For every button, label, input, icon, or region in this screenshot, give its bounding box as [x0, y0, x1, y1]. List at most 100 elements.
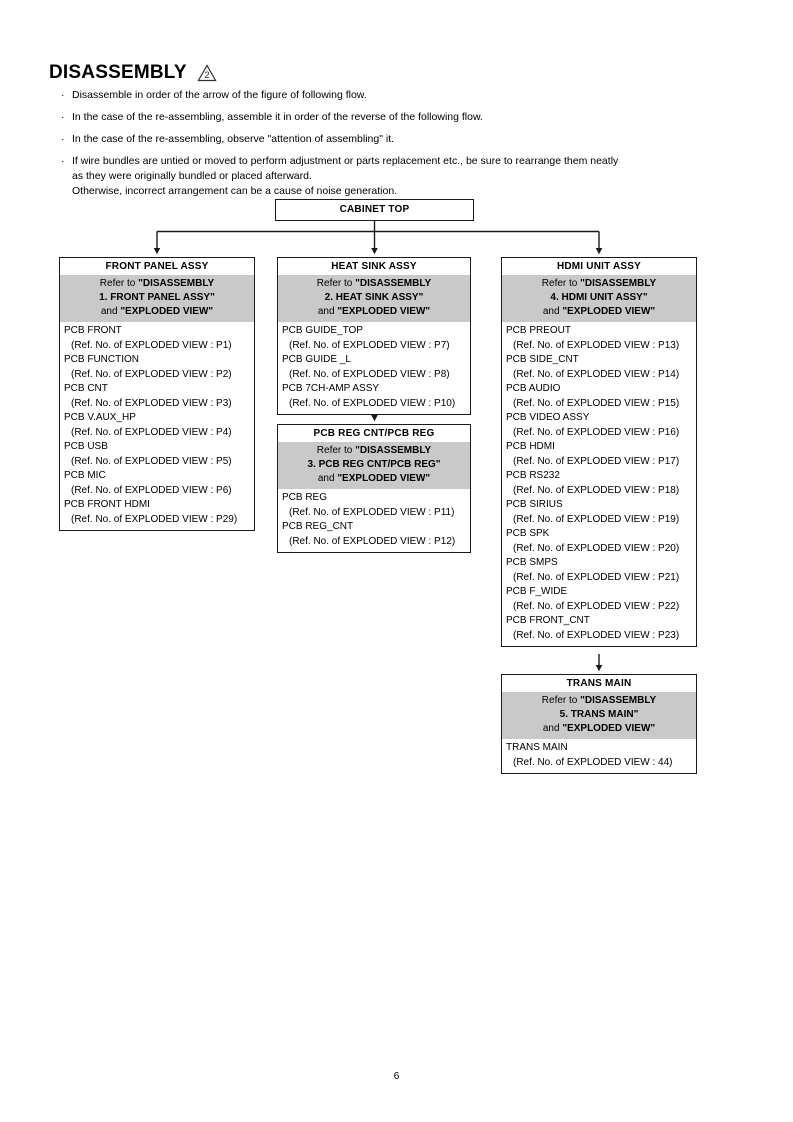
part-ref: (Ref. No. of EXPLODED VIEW : P7) — [289, 339, 450, 351]
node-parts-list: TRANS MAIN (Ref. No. of EXPLODED VIEW : … — [502, 739, 696, 773]
part-name: PCB VIDEO ASSY — [506, 412, 590, 423]
part-ref: (Ref. No. of EXPLODED VIEW : P2) — [71, 368, 232, 380]
part-ref: (Ref. No. of EXPLODED VIEW : P4) — [71, 426, 232, 438]
intro-bullet-text: If wire bundles are untied or moved to p… — [72, 155, 619, 167]
refer-line-3: and "EXPLODED VIEW" — [317, 306, 431, 317]
part-ref: (Ref. No. of EXPLODED VIEW : P6) — [71, 484, 232, 496]
flow-node-pcb-reg-cnt[interactable]: PCB REG CNT/PCB REG Refer to "DISASSEMBL… — [277, 424, 471, 553]
part-ref: (Ref. No. of EXPLODED VIEW : P15) — [513, 397, 680, 409]
page-heading: DISASSEMBLY 2 — [49, 62, 217, 84]
flow-node-cabinet-top[interactable]: CABINET TOP — [275, 199, 474, 221]
part-name: PCB GUIDE _L — [282, 354, 351, 365]
node-parts-list: PCB FRONT (Ref. No. of EXPLODED VIEW : P… — [60, 322, 254, 530]
part-name: PCB REG — [282, 492, 328, 503]
part-ref: (Ref. No. of EXPLODED VIEW : P18) — [513, 484, 680, 496]
refer-line-2: 2. HEAT SINK ASSY" — [324, 292, 424, 303]
node-refer-block: Refer to "DISASSEMBLY 5. TRANS MAIN" and… — [502, 692, 696, 739]
refer-line-1: Refer to "DISASSEMBLY — [99, 278, 215, 289]
intro-bullet: · Disassemble in order of the arrow of t… — [60, 88, 760, 103]
intro-bullet: · In the case of the re-assembling, asse… — [60, 110, 760, 125]
intro-bullet-text: In the case of the re-assembling, observ… — [72, 133, 395, 145]
part-name: PCB F_WIDE — [506, 586, 568, 597]
refer-line-2: 4. HDMI UNIT ASSY" — [550, 292, 648, 303]
intro-bullet-list: · Disassemble in order of the arrow of t… — [60, 88, 760, 206]
part-name: PCB FRONT HDMI — [64, 499, 150, 510]
part-name: PCB HDMI — [506, 441, 555, 452]
intro-bullet: · In the case of the re-assembling, obse… — [60, 132, 760, 147]
part-name: PCB 7CH-AMP ASSY — [282, 383, 380, 394]
bullet-dot: · — [61, 133, 65, 145]
part-ref: (Ref. No. of EXPLODED VIEW : 44) — [513, 756, 673, 768]
part-name: PCB SIDE_CNT — [506, 354, 579, 365]
part-name: PCB RS232 — [506, 470, 560, 481]
refer-line-1: Refer to "DISASSEMBLY — [541, 278, 657, 289]
part-name: PCB GUIDE_TOP — [282, 325, 363, 336]
part-name: PCB SIRIUS — [506, 499, 563, 510]
part-ref: (Ref. No. of EXPLODED VIEW : P14) — [513, 368, 680, 380]
node-refer-block: Refer to "DISASSEMBLY 1. FRONT PANEL ASS… — [60, 275, 254, 322]
refer-line-1: Refer to "DISASSEMBLY — [316, 445, 432, 456]
part-ref: (Ref. No. of EXPLODED VIEW : P1) — [71, 339, 232, 351]
refer-line-1: Refer to "DISASSEMBLY — [316, 278, 432, 289]
bullet-dot: · — [61, 155, 65, 167]
flow-node-front-panel-assy[interactable]: FRONT PANEL ASSY Refer to "DISASSEMBLY 1… — [59, 257, 255, 531]
part-ref: (Ref. No. of EXPLODED VIEW : P22) — [513, 600, 680, 612]
part-ref: (Ref. No. of EXPLODED VIEW : P3) — [71, 397, 232, 409]
part-ref: (Ref. No. of EXPLODED VIEW : P13) — [513, 339, 680, 351]
part-ref: (Ref. No. of EXPLODED VIEW : P12) — [289, 535, 456, 547]
node-refer-block: Refer to "DISASSEMBLY 2. HEAT SINK ASSY"… — [278, 275, 470, 322]
part-ref: (Ref. No. of EXPLODED VIEW : P8) — [289, 368, 450, 380]
flow-node-trans-main[interactable]: TRANS MAIN Refer to "DISASSEMBLY 5. TRAN… — [501, 674, 697, 774]
node-title: HDMI UNIT ASSY — [502, 258, 696, 275]
part-ref: (Ref. No. of EXPLODED VIEW : P17) — [513, 455, 680, 467]
refer-line-3: and "EXPLODED VIEW" — [317, 473, 431, 484]
part-ref: (Ref. No. of EXPLODED VIEW : P16) — [513, 426, 680, 438]
warning-triangle-2-icon: 2 — [197, 64, 217, 82]
part-name: PCB MIC — [64, 470, 106, 481]
node-refer-block: Refer to "DISASSEMBLY 4. HDMI UNIT ASSY"… — [502, 275, 696, 322]
refer-line-2: 1. FRONT PANEL ASSY" — [99, 292, 215, 303]
part-name: PCB AUDIO — [506, 383, 561, 394]
node-title: CABINET TOP — [276, 200, 473, 220]
refer-line-2: 3. PCB REG CNT/PCB REG" — [307, 459, 441, 470]
flow-node-heat-sink-assy[interactable]: HEAT SINK ASSY Refer to "DISASSEMBLY 2. … — [277, 257, 471, 415]
bullet-dot: · — [61, 111, 65, 123]
part-ref: (Ref. No. of EXPLODED VIEW : P11) — [289, 506, 455, 518]
part-name: PCB FRONT_CNT — [506, 615, 590, 626]
part-name: PCB USB — [64, 441, 108, 452]
intro-bullet-text-line3: Otherwise, incorrect arrangement can be … — [72, 185, 398, 197]
part-ref: (Ref. No. of EXPLODED VIEW : P10) — [289, 397, 456, 409]
node-title: HEAT SINK ASSY — [278, 258, 470, 275]
part-name: PCB SMPS — [506, 557, 558, 568]
part-name: PCB PREOUT — [506, 325, 572, 336]
intro-bullet-text: Disassemble in order of the arrow of the… — [72, 89, 367, 101]
node-title: PCB REG CNT/PCB REG — [278, 425, 470, 442]
refer-line-2: 5. TRANS MAIN" — [559, 709, 639, 720]
node-parts-list: PCB PREOUT (Ref. No. of EXPLODED VIEW : … — [502, 322, 696, 646]
node-parts-list: PCB GUIDE_TOP (Ref. No. of EXPLODED VIEW… — [278, 322, 470, 414]
refer-line-3: and "EXPLODED VIEW" — [542, 306, 656, 317]
part-name: PCB FRONT — [64, 325, 122, 336]
part-ref: (Ref. No. of EXPLODED VIEW : P20) — [513, 542, 680, 554]
part-name: PCB SPK — [506, 528, 550, 539]
intro-bullet-text: In the case of the re-assembling, assemb… — [72, 111, 483, 123]
part-name: PCB V.AUX_HP — [64, 412, 136, 423]
page-number: 6 — [393, 1071, 400, 1082]
part-ref: (Ref. No. of EXPLODED VIEW : P29) — [71, 513, 238, 525]
node-title: TRANS MAIN — [502, 675, 696, 692]
part-ref: (Ref. No. of EXPLODED VIEW : P19) — [513, 513, 680, 525]
node-refer-block: Refer to "DISASSEMBLY 3. PCB REG CNT/PCB… — [278, 442, 470, 489]
part-ref: (Ref. No. of EXPLODED VIEW : P5) — [71, 455, 232, 467]
node-parts-list: PCB REG (Ref. No. of EXPLODED VIEW : P11… — [278, 489, 470, 552]
intro-bullet-text-line2: as they were originally bundled or place… — [72, 170, 312, 182]
part-ref: (Ref. No. of EXPLODED VIEW : P23) — [513, 629, 680, 641]
bullet-dot: · — [61, 89, 65, 101]
flow-node-hdmi-unit-assy[interactable]: HDMI UNIT ASSY Refer to "DISASSEMBLY 4. … — [501, 257, 697, 647]
part-name: PCB FUNCTION — [64, 354, 139, 365]
part-name: TRANS MAIN — [506, 742, 568, 753]
part-name: PCB CNT — [64, 383, 108, 394]
intro-bullet: · If wire bundles are untied or moved to… — [60, 154, 760, 199]
part-name: PCB REG_CNT — [282, 521, 354, 532]
refer-line-3: and "EXPLODED VIEW" — [542, 723, 656, 734]
